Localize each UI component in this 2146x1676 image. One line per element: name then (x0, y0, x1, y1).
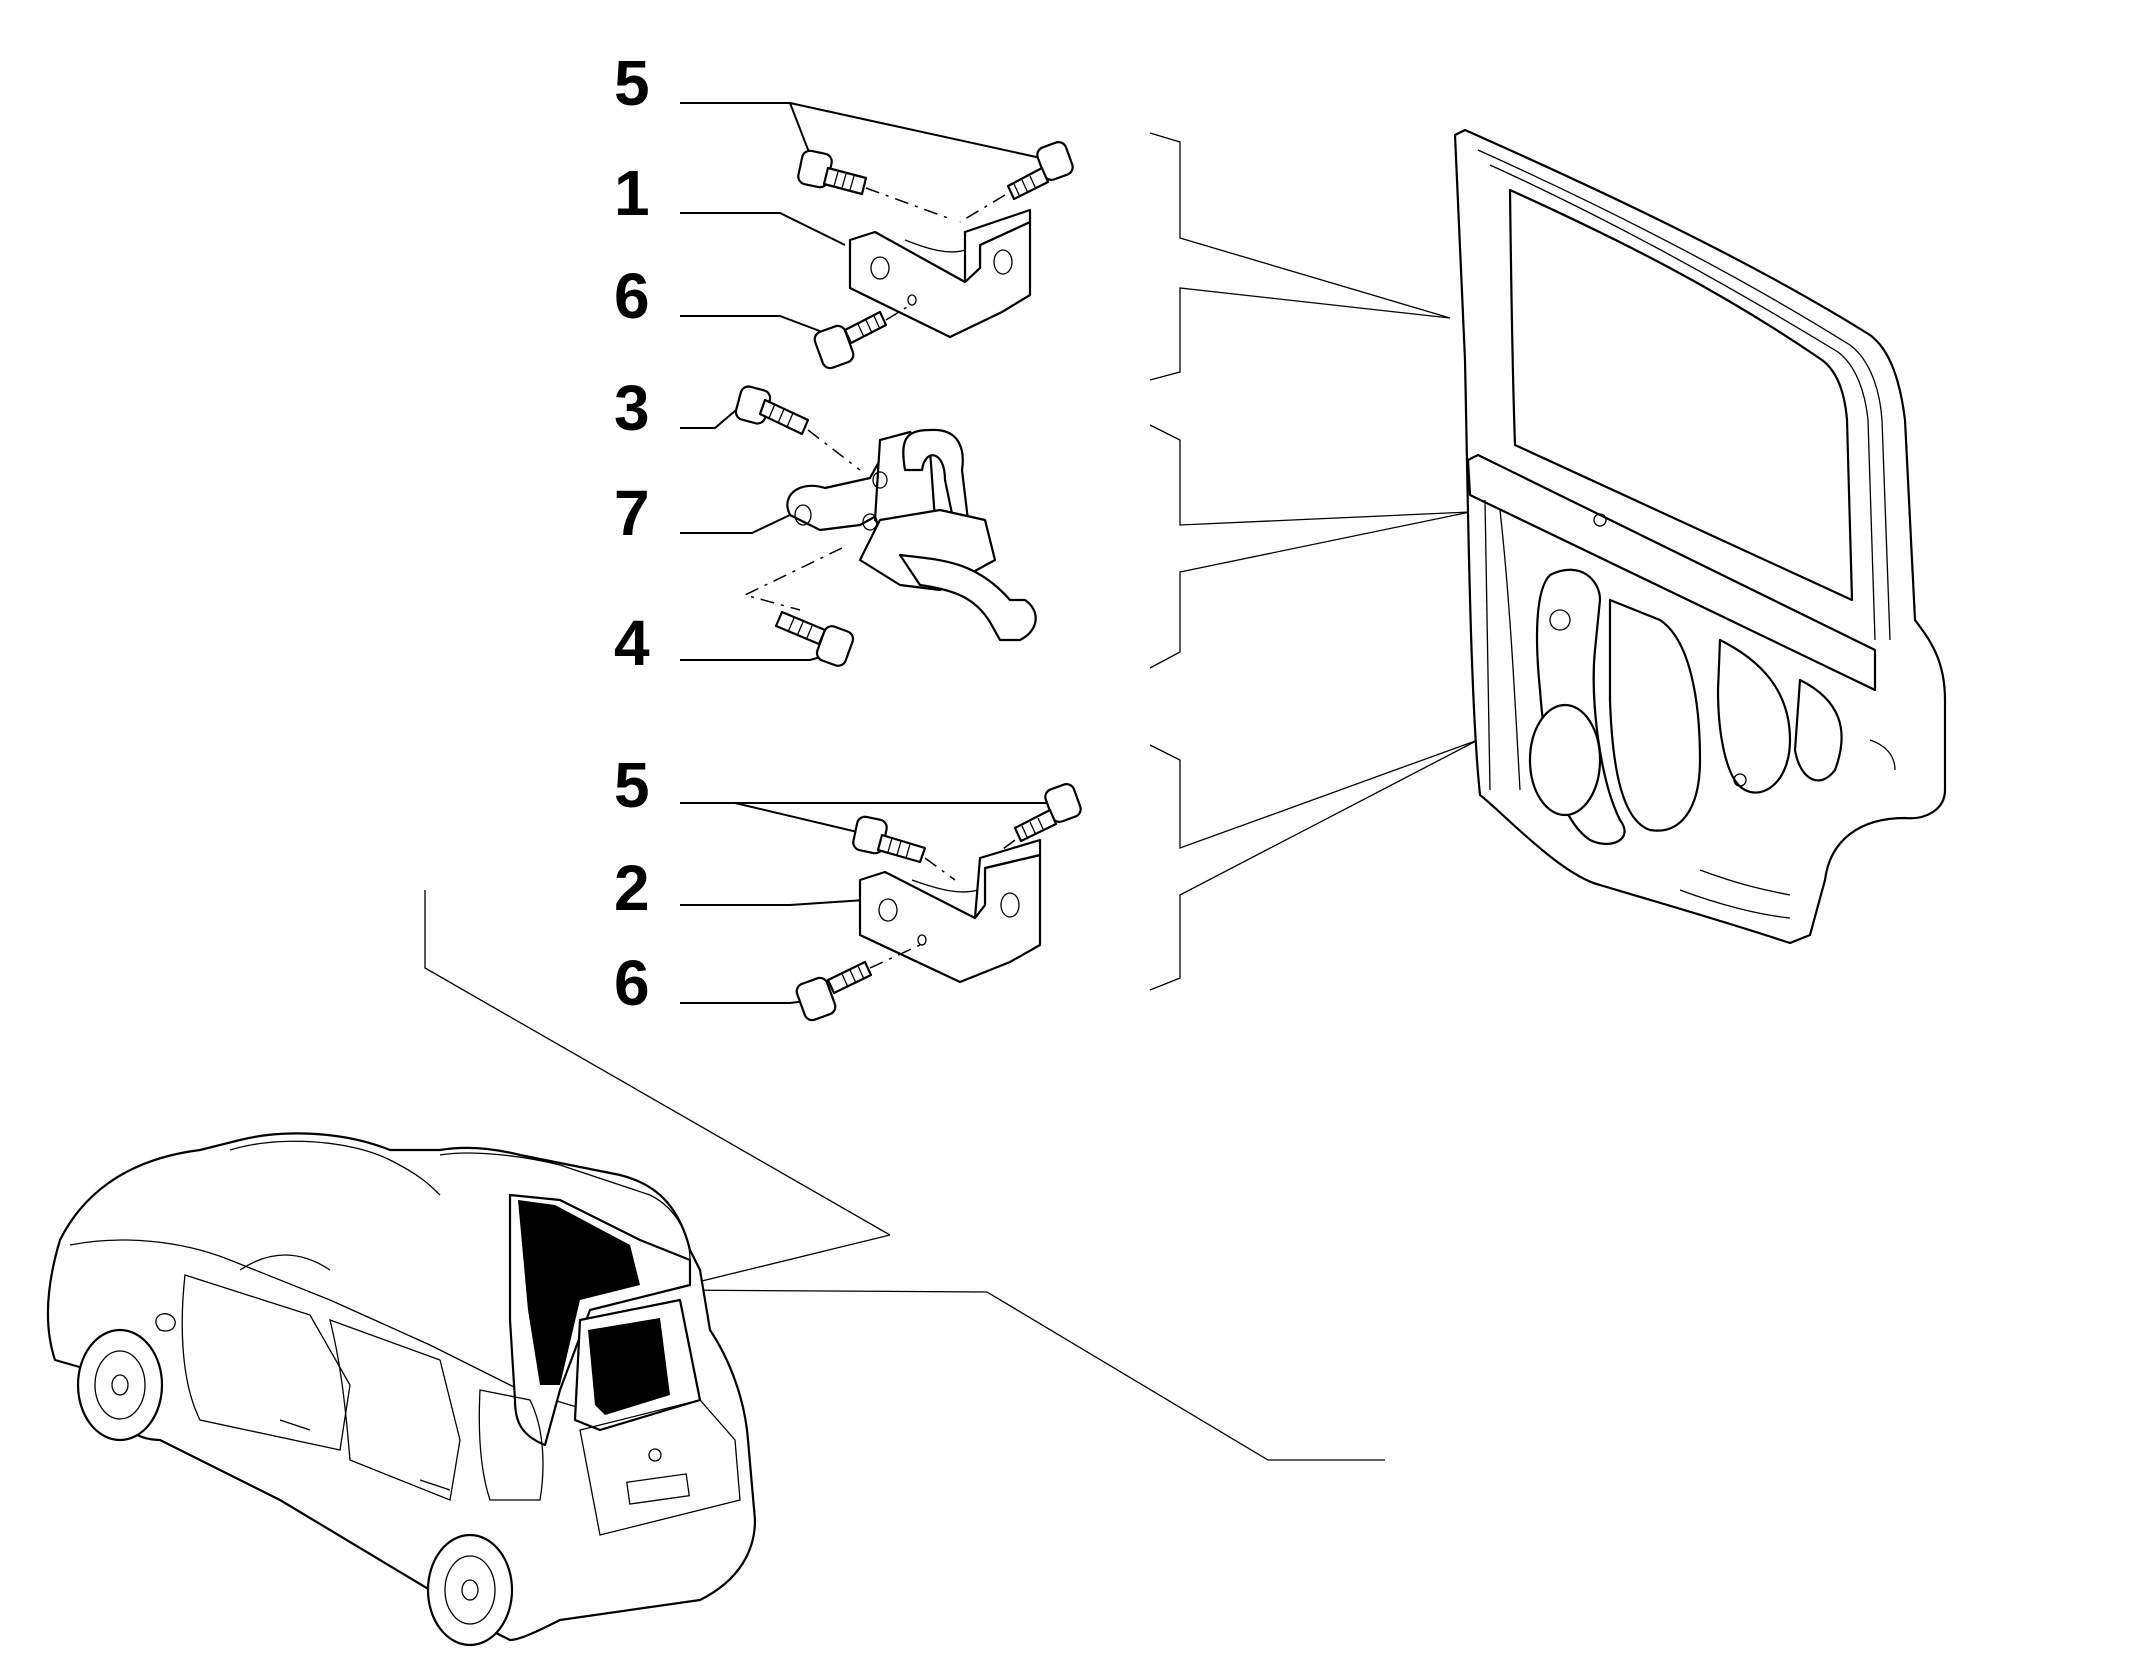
callout-3: 3 (614, 372, 650, 444)
bolt-5-lower-left (852, 815, 927, 864)
bracket-car-lower (986, 1291, 1385, 1461)
axis-bolt-6-upper (885, 303, 913, 321)
upper-hinge-assembly (797, 141, 1074, 370)
callout-4: 4 (614, 607, 650, 679)
leader-5-upper-a (680, 102, 813, 161)
leader-lines (680, 102, 1055, 1004)
bolt-5-upper-left (797, 149, 868, 196)
leader-4 (680, 654, 829, 661)
bracket-mid-upper (1149, 424, 1471, 526)
leader-6-lower (680, 999, 816, 1004)
leader-6-upper (680, 315, 826, 334)
door-check-assembly (734, 385, 1037, 667)
group-brackets (424, 132, 1479, 1461)
callout-5-upper: 5 (614, 47, 650, 119)
bracket-top-lower (1149, 287, 1451, 381)
bracket-car-pointer-2 (664, 1289, 988, 1293)
leader-5-lower-a (680, 802, 871, 836)
car-illustration (46, 1132, 757, 1647)
lower-hinge-assembly (795, 783, 1082, 1022)
rear-wheel (426, 1533, 514, 1647)
callout-2: 2 (614, 852, 650, 924)
axis-bolt-4 (742, 547, 843, 611)
leader-7 (680, 514, 791, 534)
bracket-bot-upper (1149, 739, 1479, 849)
leader-5-upper-b (789, 102, 1051, 161)
bracket-car-upper (424, 890, 891, 1236)
check-strap-part-7 (786, 428, 1037, 642)
bracket-bot-lower (1149, 739, 1479, 991)
axis-lower-left (924, 857, 956, 881)
leader-3 (680, 404, 743, 429)
axis-upper-left (865, 187, 949, 219)
rear-window (588, 1318, 670, 1415)
upper-hinge-part-1 (848, 208, 1032, 339)
callout-5-lower: 5 (614, 749, 650, 821)
bolt-5-lower-right (1013, 783, 1082, 843)
callout-1: 1 (614, 157, 650, 229)
bracket-mid-lower (1149, 511, 1471, 669)
callout-6-lower: 6 (614, 947, 650, 1019)
axis-bolt-6-lower (869, 944, 921, 969)
axis-upper-right (959, 194, 1006, 223)
callout-6-upper: 6 (614, 260, 650, 332)
rear-door-highlight (518, 1200, 640, 1385)
leader-1 (680, 212, 846, 246)
bolt-3 (734, 385, 810, 436)
lower-hinge-part-2 (858, 838, 1042, 984)
bracket-top-upper (1149, 132, 1451, 319)
bolt-6-upper (813, 310, 888, 370)
callout-labels: 5 1 6 3 7 4 5 2 6 (614, 47, 650, 1019)
callout-7: 7 (614, 477, 650, 549)
axis-bolt-3 (807, 429, 861, 471)
bolt-4 (774, 610, 855, 667)
bolt-5-upper-right (1006, 141, 1074, 201)
rear-door-panel (1453, 128, 1947, 945)
front-wheel (76, 1328, 164, 1442)
leader-2 (680, 899, 866, 906)
bolt-6-lower (795, 960, 873, 1022)
